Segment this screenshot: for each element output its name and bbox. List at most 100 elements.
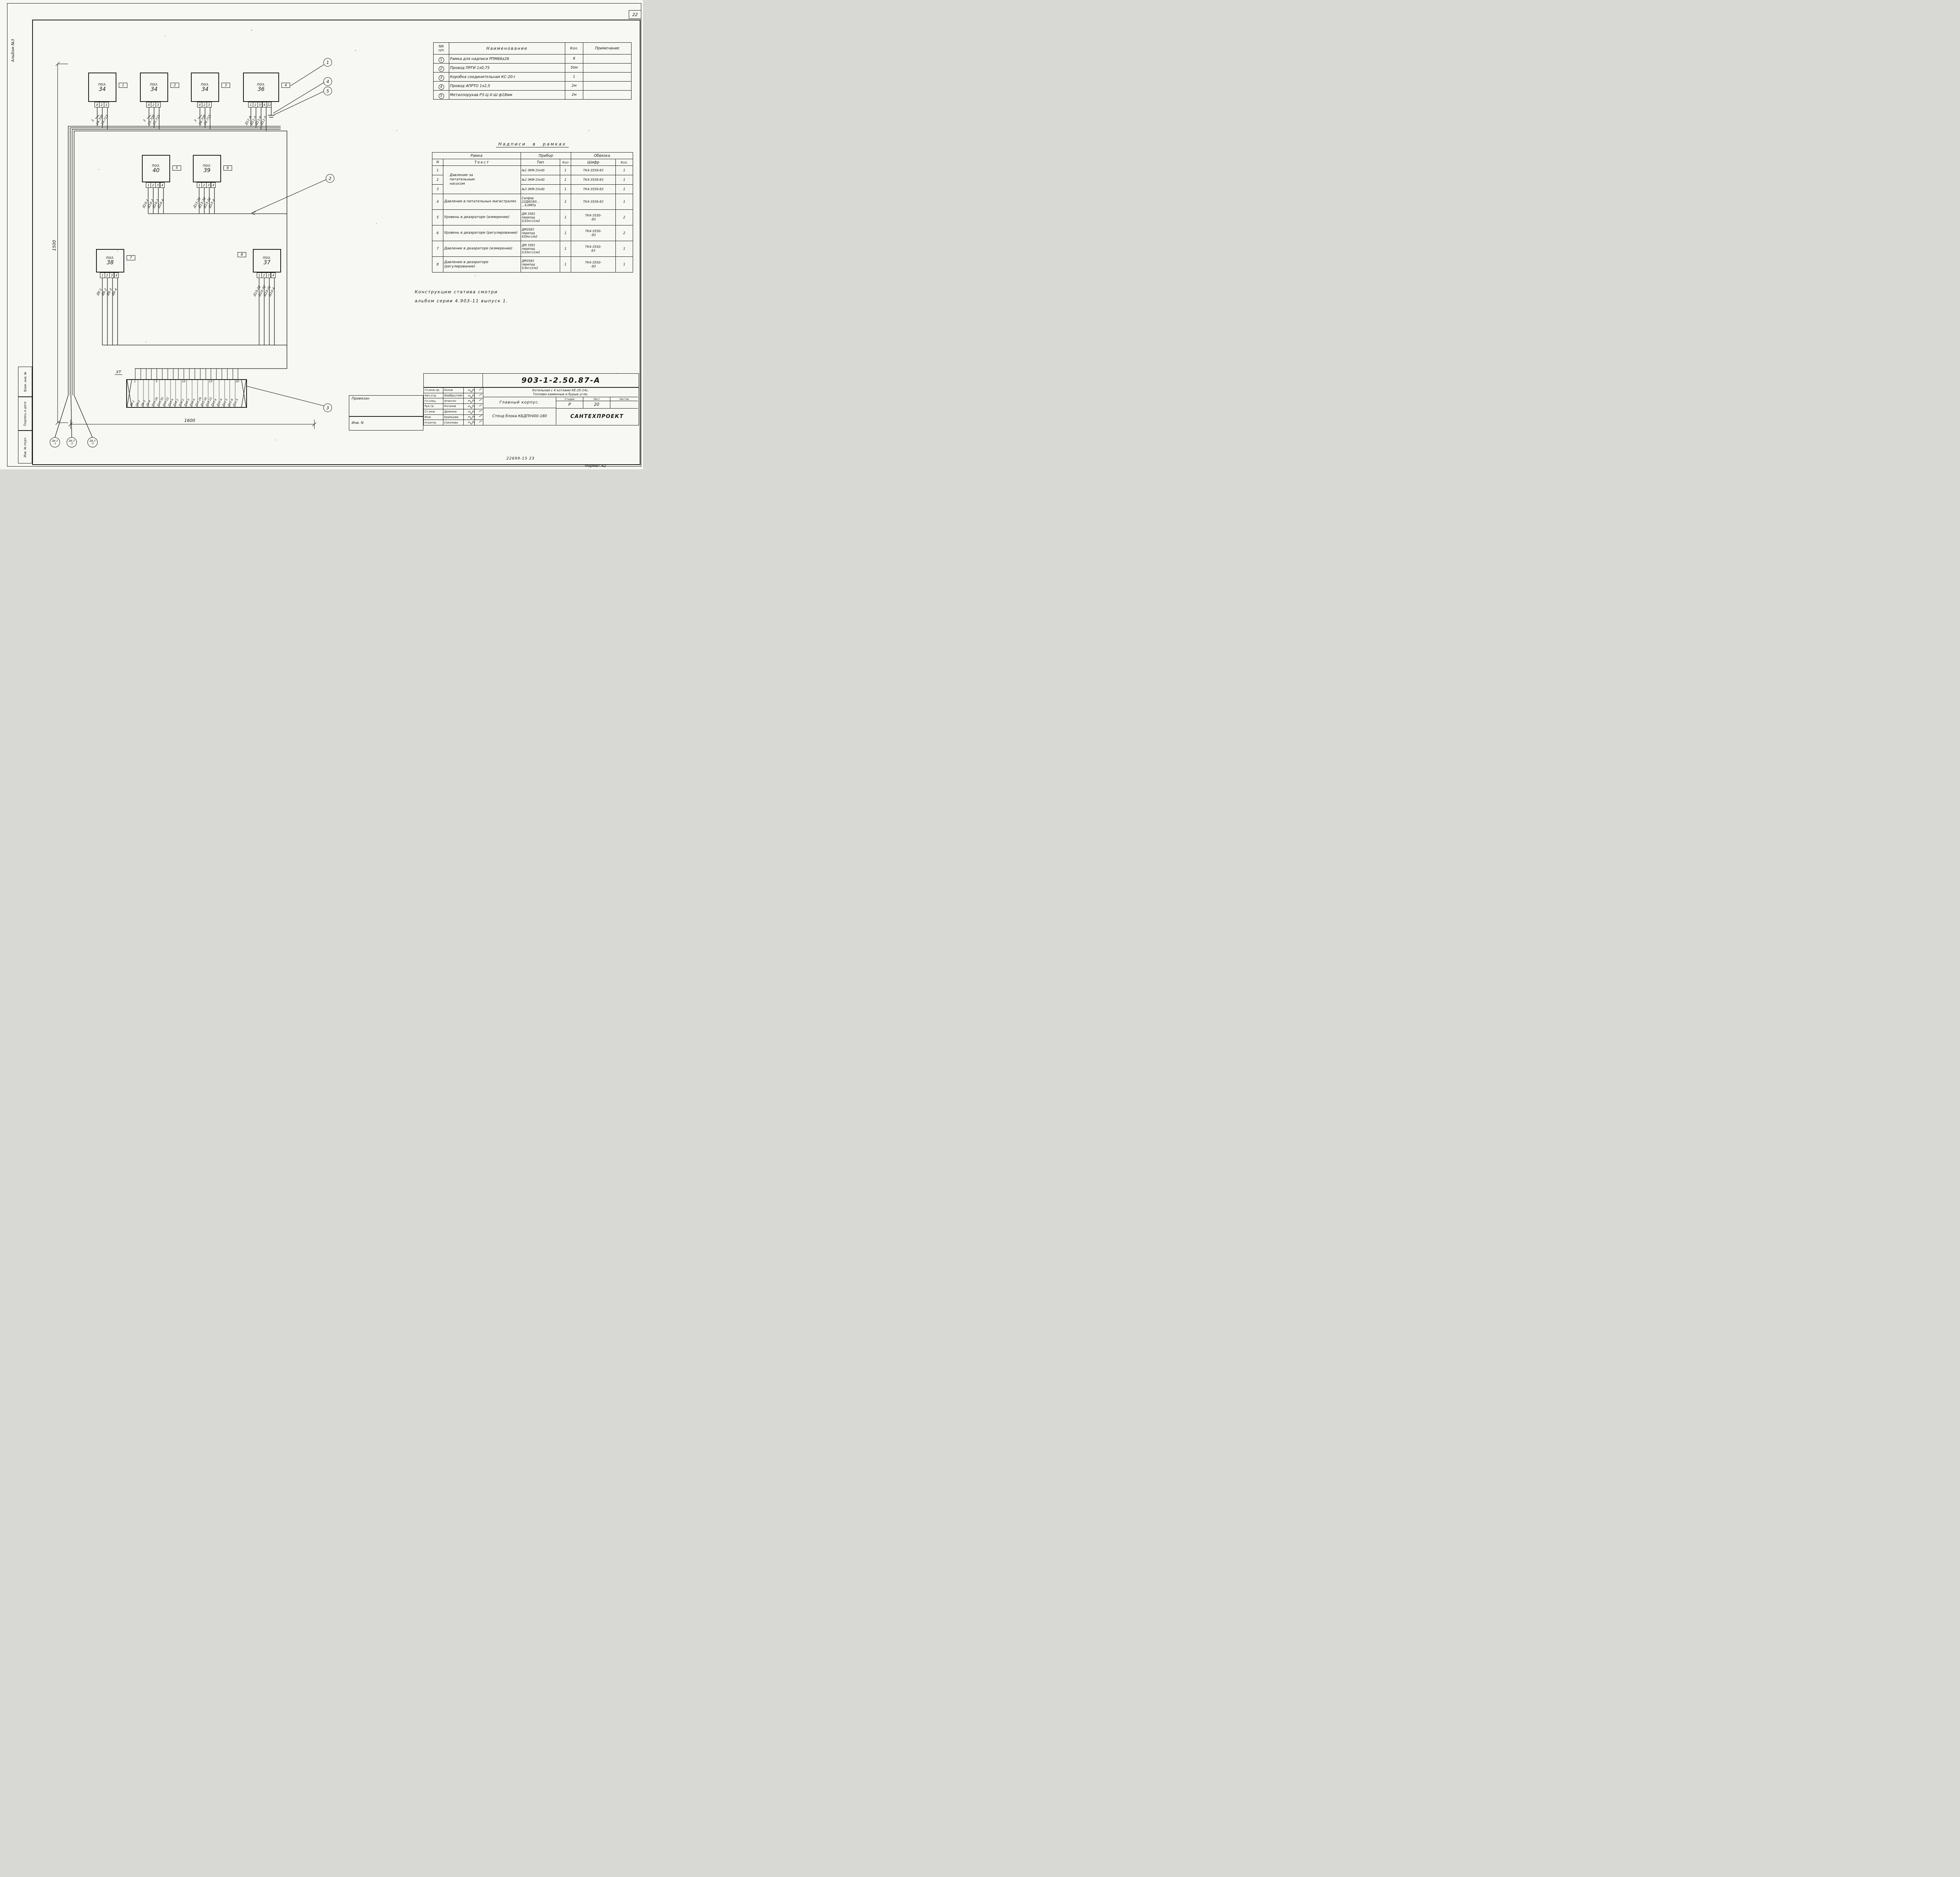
note-line-1: Конструкцию статива смотри [415, 289, 498, 294]
sheet-header-label: Лист [593, 397, 600, 401]
stamp-number: 22699-15 23 [506, 456, 535, 461]
labels-row-n: 5 [432, 209, 443, 225]
callout-2: 2 [326, 174, 334, 183]
motor-circle-2: Дв.3 -2 [67, 437, 77, 447]
callout-3: 3 [323, 403, 332, 412]
terminal-cell: 4 [160, 182, 165, 188]
instrument-box-37: поз. 37 [253, 249, 281, 273]
sheets-header-label: Листов [619, 397, 629, 401]
organization: САНТЕХПРОЕКТ [570, 413, 624, 420]
terminals-40: 1 2 3 4 [146, 182, 165, 188]
pos-label: поз. [203, 164, 211, 168]
frame-tag-2: 2 [171, 83, 179, 88]
signature-block: Гл.инж.пр. Колов Нач.отд. Файбрштейн Гл.… [423, 387, 483, 425]
parts-row-num: 1 [438, 57, 444, 63]
side-cell-inv: Инв. № подл. [18, 431, 32, 463]
parts-row-name: Рамка для надписи РПМ66х26 [449, 54, 565, 64]
parts-row-note [583, 72, 632, 82]
frame-tag-6: 6 [223, 165, 232, 171]
pos-label: поз. [201, 82, 209, 87]
terminal-cell: 12 [267, 102, 272, 107]
labels-row-cqty: 2 [615, 225, 633, 241]
parts-header-num: NN п/п [433, 42, 449, 55]
signer-role: Н.контр. [423, 420, 443, 425]
sheet-title: Стенд блока КБДПУ400-180 [492, 414, 547, 418]
stage-header: Стадия [556, 397, 583, 401]
instrument-box-34b: поз. 34 [140, 73, 168, 102]
side-label: Подпись и дата [23, 401, 27, 426]
labels-row-text: Давление в деаэраторе (измерение) [443, 241, 521, 257]
labels-col-type: Тип [521, 159, 560, 166]
signer-name: Колов [443, 387, 464, 393]
xt-number: 20 [236, 380, 239, 383]
signer-role: Рук.гр. [423, 403, 443, 409]
labels-row-tqty: 1 [560, 165, 571, 175]
xt-number: 5 [156, 380, 158, 383]
labels-row-n: 4 [432, 194, 443, 210]
parts-row-qty: 2м [565, 90, 583, 100]
pos-label: поз. [257, 82, 265, 87]
pos-number: 34 [201, 86, 209, 93]
binding-label: Привязан [352, 397, 370, 401]
inv-box: Инв. N [349, 416, 423, 431]
stage-value: Р [556, 401, 583, 408]
signer-name: Соколова [443, 420, 464, 425]
labels-row-text: Давление в деаэраторе (регулирование) [443, 256, 521, 273]
labels-group-obvyazka: Обвязка [570, 152, 633, 159]
labels-row-cqty: 1 [615, 184, 633, 194]
object-name: Главный корпус. [499, 400, 540, 405]
date-cell [474, 403, 483, 409]
labels-row-type: ДМ3583 перепад 0,9кгс/см2 [521, 256, 560, 273]
labels-row-code: ТК4-3550- -83 [571, 225, 616, 241]
terminal-cell: 3 [103, 102, 109, 107]
motor-circle-3: Дв.3 -5 [87, 437, 98, 447]
designation: 903-1-2.50.87-А [521, 376, 601, 385]
signer-role: Нач.отд. [423, 392, 443, 399]
pos-label: поз. [152, 164, 160, 168]
stage-value-text: Р [568, 402, 571, 407]
parts-header-qty: Кол. [565, 42, 583, 55]
labels-col-qty1: Кол [560, 159, 571, 166]
labels-row-code: ТК4-3550- 83 [571, 241, 616, 257]
instrument-box-39: поз. 39 [193, 155, 221, 182]
drawing-sheet: 22 Альбом №3 Взам. инв. № Подпись и дата… [0, 0, 643, 469]
parts-row-qty: 8 [565, 54, 583, 64]
inv-label: Инв. N [352, 421, 364, 425]
parts-row-qty: 2м [565, 81, 583, 91]
labels-merged-text: Давление за питательным насосом [443, 165, 521, 194]
parts-header-note: Примечание [583, 42, 632, 55]
callout-number: 4 [326, 79, 329, 84]
labels-col-code: Шифр [571, 159, 616, 166]
labels-row-n: 8 [432, 256, 443, 273]
labels-row-text: Уровень в деаэраторе (регулирование) [443, 225, 521, 241]
labels-row-code: ТК4-3559-83 [571, 184, 616, 194]
parts-row-num: 4 [438, 84, 444, 90]
terminals-39: 1 2 3 4 [197, 182, 216, 188]
labels-row-tqty: 1 [560, 194, 571, 210]
wiring-lines [54, 29, 617, 440]
labels-col-n: N [432, 159, 443, 166]
callout-number: 1 [326, 60, 329, 65]
labels-row-n: 3 [432, 184, 443, 194]
pos-number: 39 [203, 167, 211, 174]
dim-vertical-label: 1500 [52, 240, 57, 251]
labels-row-tqty: 1 [560, 225, 571, 241]
sheet-header: Лист [583, 397, 610, 401]
stage-grid: Стадия Лист Листов Р 20 [556, 397, 638, 409]
parts-row-num: 3 [438, 75, 444, 81]
pos-label: поз. [263, 256, 271, 260]
designation-band: 903-1-2.50.87-А [423, 373, 639, 388]
frame-tag-3: 3 [221, 83, 230, 88]
parts-row-note [583, 81, 632, 91]
labels-row-code: ТК4-3559-83 [571, 175, 616, 185]
terminals-36: 1 2 5 6 12 [248, 102, 272, 107]
terminal-cell: 3 [206, 102, 212, 107]
terminal-cell: 4 [114, 273, 119, 278]
motor-label: Дв.3 [69, 439, 75, 442]
labels-row-n: 6 [432, 225, 443, 241]
labels-row-n: 1 [432, 165, 443, 175]
signer-name: Крамцова [443, 414, 464, 420]
terminals-34b: 4 2 3 [146, 102, 161, 107]
parts-row-qty: 1 [565, 72, 583, 82]
labels-row-type: ДМ3583 перепад 630кгс/м2 [521, 225, 560, 241]
